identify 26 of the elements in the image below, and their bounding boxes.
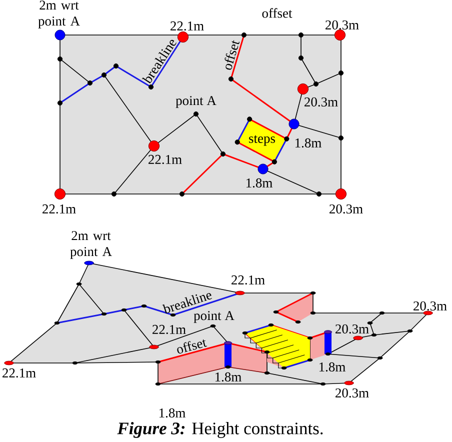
height-label: 20.3m	[330, 204, 363, 214]
height-label: 22.1m	[232, 275, 265, 285]
point-label: point A	[194, 311, 234, 323]
height-label: 22.1m	[170, 21, 204, 31]
line-label: offset	[262, 8, 292, 18]
point-label: point A	[176, 96, 216, 108]
line-label: breakline	[162, 293, 212, 314]
figure-caption: Figure 3: Height constraints.	[117, 422, 323, 438]
height-label: 22.1m	[152, 324, 186, 334]
height-label: 20.3m	[304, 97, 338, 107]
height-label: 22.1m	[148, 154, 182, 164]
height-label: 1.8m	[216, 372, 242, 382]
height-label: 20.3m	[414, 301, 447, 311]
height-label: 22.1m	[2, 368, 36, 378]
height-label: 1.8m	[246, 178, 272, 188]
steps-box: steps	[236, 118, 288, 163]
height-label: 1.8m	[320, 362, 346, 372]
height-label: 2m wrt point A	[38, 0, 80, 28]
line-label: offset	[177, 339, 207, 354]
height-label: 20.3m	[336, 324, 369, 334]
line-label: offset	[224, 40, 240, 70]
height-label: 2m wrt point A	[70, 231, 112, 259]
height-label: 20.3m	[336, 388, 369, 398]
height-label: 1.8m	[160, 408, 186, 418]
height-label: 22.1m	[42, 204, 76, 214]
height-label: 20.3m	[326, 20, 359, 30]
